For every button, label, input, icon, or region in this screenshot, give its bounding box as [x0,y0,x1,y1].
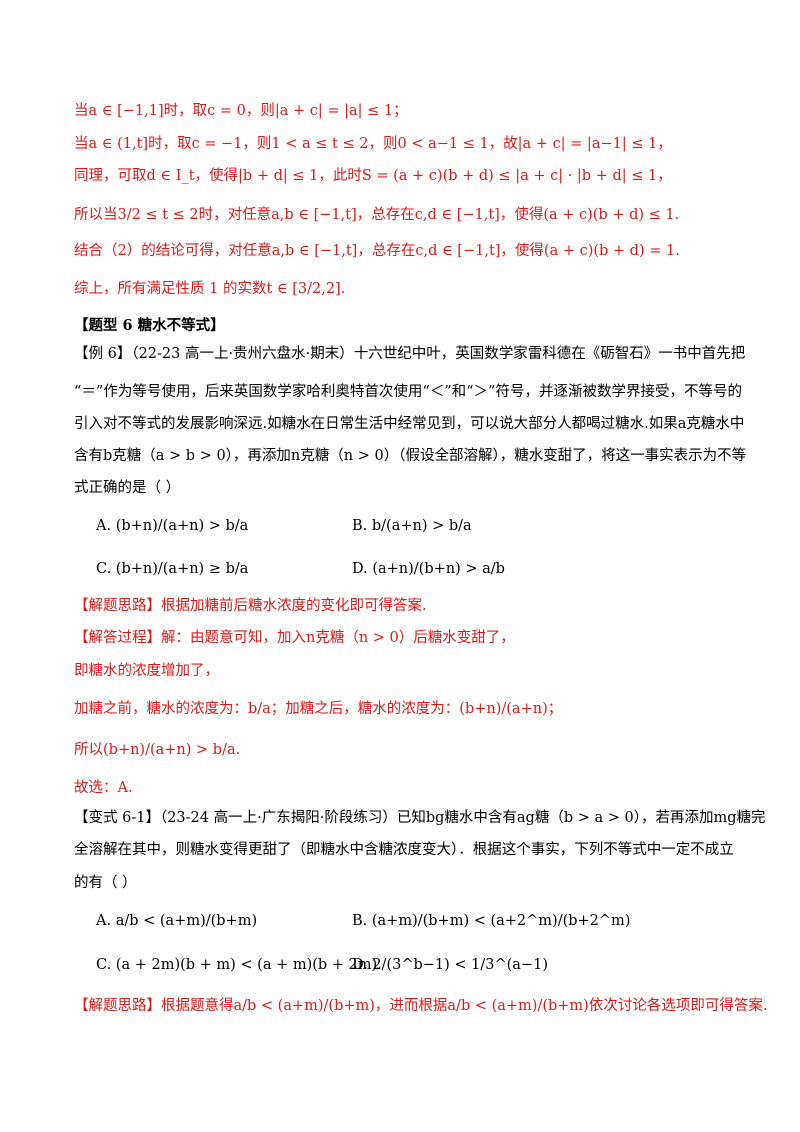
variant61-line-3: 的有（ ） [74,875,137,891]
variant61-idea: 【解题思路】根据题意得a/b < (a+m)/(b+m)，进而根据a/b < (… [74,998,768,1014]
variant61-line-1: 【变式 6-1】（23-24 高一上·广东揭阳·阶段练习）已知bg糖水中含有ag… [74,810,766,826]
example6-process: 【解答过程】解：由题意可知，加入n克糖（n > 0）后糖水变甜了， [74,630,515,646]
example6-option-c: C. (b+n)/(a+n) ≥ b/a [96,561,249,577]
section-title: 【题型 6 糖水不等式】 [74,317,225,334]
variant61-option-d: D. 2/(3^b−1) < 1/3^(a−1) [352,957,548,973]
solution-line-3: 同理，可取d ∈ I_t，使得|b + d| ≤ 1，此时S = (a + c)… [74,168,672,184]
solution-line-4: 所以当3/2 ≤ t ≤ 2时，对任意a,b ∈ [−1,t]，总存在c,d ∈… [74,207,680,223]
example6-line-3: 引入对不等式的发展影响深远.如糖水在日常生活中经常见到，可以说大部分人都喝过糖水… [74,416,745,432]
example6-line-2: “＝”作为等号使用，后来英国数学家哈利奥特首次使用“＜”和“＞”符号，并逐渐被数… [74,384,742,400]
solution-line-6: 综上，所有满足性质 1 的实数t ∈ [3/2,2]. [74,281,346,297]
example6-line-5: 式正确的是（ ） [74,480,181,496]
example6-idea: 【解题思路】根据加糖前后糖水浓度的变化即可得答案. [74,598,427,614]
variant61-line-2: 全溶解在其中，则糖水变得更甜了（即糖水中含糖浓度变大）．根据这个事实，下列不等式… [74,842,734,858]
example6-option-b: B. b/(a+n) > b/a [352,518,472,534]
variant61-option-a: A. a/b < (a+m)/(b+m) [96,913,258,929]
example6-line-4: 含有b克糖（a > b > 0），再添加n克糖（n > 0）（假设全部溶解），糖… [74,448,747,464]
example6-option-a: A. (b+n)/(a+n) > b/a [96,518,249,534]
example6-option-d: D. (a+n)/(b+n) > a/b [352,561,505,577]
example6-answer: 故选：A. [74,780,133,796]
variant61-option-b: B. (a+m)/(b+m) < (a+2^m)/(b+2^m) [352,913,631,929]
solution-line-2: 当a ∈ (1,t]时，取c = −1，则1 < a ≤ t ≤ 2，则0 < … [74,136,672,152]
solution-line-5: 结合（2）的结论可得，对任意a,b ∈ [−1,t]，总存在c,d ∈ [−1,… [74,243,680,259]
example6-process-line-2: 即糖水的浓度增加了， [74,663,219,679]
solution-line-1: 当a ∈ [−1,1]时，取c = 0，则|a + c| = |a| ≤ 1； [74,103,408,119]
example6-process-line-3: 加糖之前，糖水的浓度为：b/a；加糖之后，糖水的浓度为：(b+n)/(a+n)； [74,701,563,717]
example6-line-1: 【例 6】（22-23 高一上·贵州六盘水·期末）十六世纪中叶，英国数学家雷科德… [74,346,746,362]
example6-process-line-4: 所以(b+n)/(a+n) > b/a. [74,742,241,758]
variant61-option-c: C. (a + 2m)(b + m) < (a + m)(b + 2m) [96,957,378,973]
